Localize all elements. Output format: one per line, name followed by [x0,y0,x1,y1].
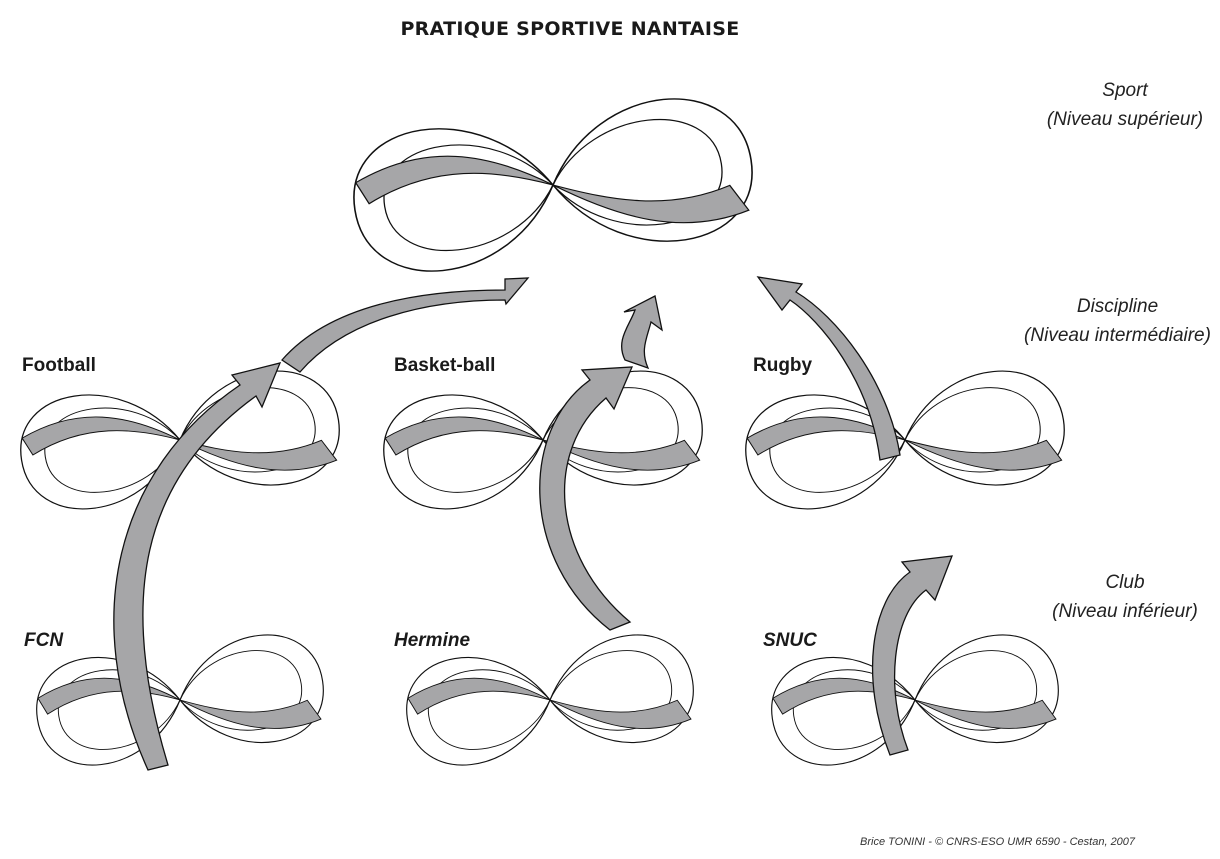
arrow-basketball-to-sport [622,296,662,368]
infinity-ribbon-sport [344,90,762,281]
infinity-ribbon-fcn [30,628,331,772]
arrow-football-to-sport [282,278,528,372]
credit-line: Brice TONINI - © CNRS-ESO UMR 6590 - Ces… [860,836,1135,848]
infinity-ribbon-rugby [738,364,1072,516]
infinity-ribbon-snuc [765,628,1066,772]
arrow-snuc-to-rugby [873,556,952,755]
infinity-ribbon-hermine [400,628,701,772]
